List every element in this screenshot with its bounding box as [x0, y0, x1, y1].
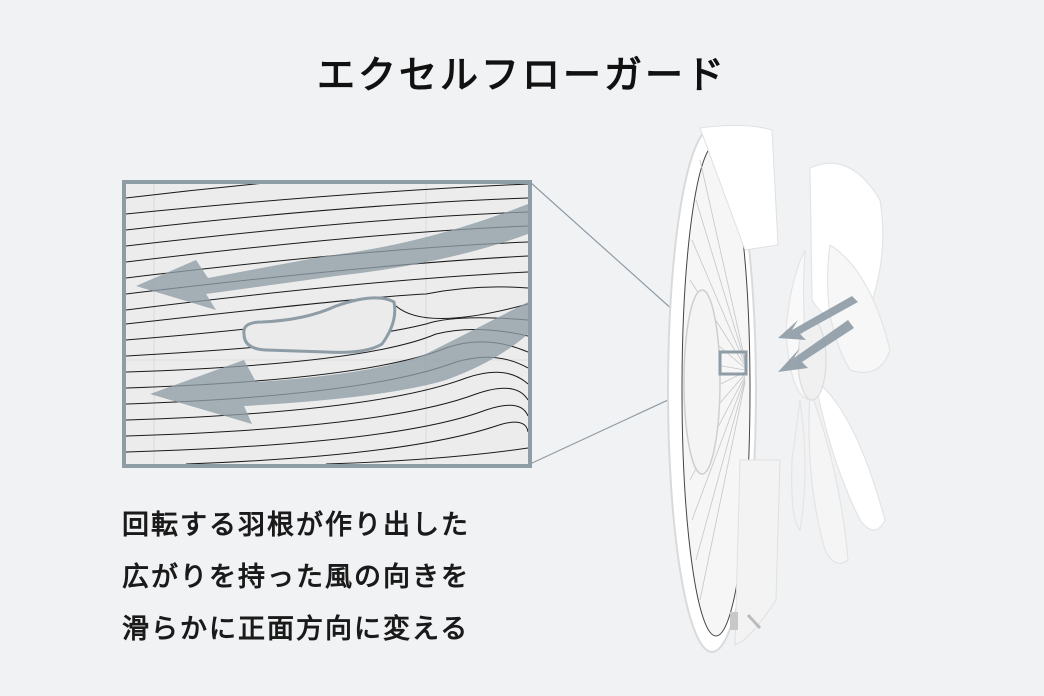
- fan-guard: [667, 124, 781, 653]
- caption-line-3: 滑らかに正面方向に変える: [122, 614, 470, 645]
- fan-blades: [785, 162, 891, 564]
- page-title: エクセルフローガード: [316, 53, 727, 97]
- streamline-diagram: [126, 184, 528, 464]
- airflow-detail-inset: [122, 180, 532, 468]
- caption-line-1: 回転する羽根が作り出した: [122, 510, 470, 541]
- caption-line-2: 広がりを持った風の向きを: [122, 562, 470, 593]
- airflow-arrows-large: [136, 204, 528, 424]
- airflow-arrows-small: [778, 296, 858, 372]
- feature-caption: 回転する羽根が作り出した 広がりを持った風の向きを 滑らかに正面方向に変える: [122, 500, 470, 656]
- airflow-obstacle: [242, 296, 397, 354]
- detail-marker-box: [718, 350, 748, 376]
